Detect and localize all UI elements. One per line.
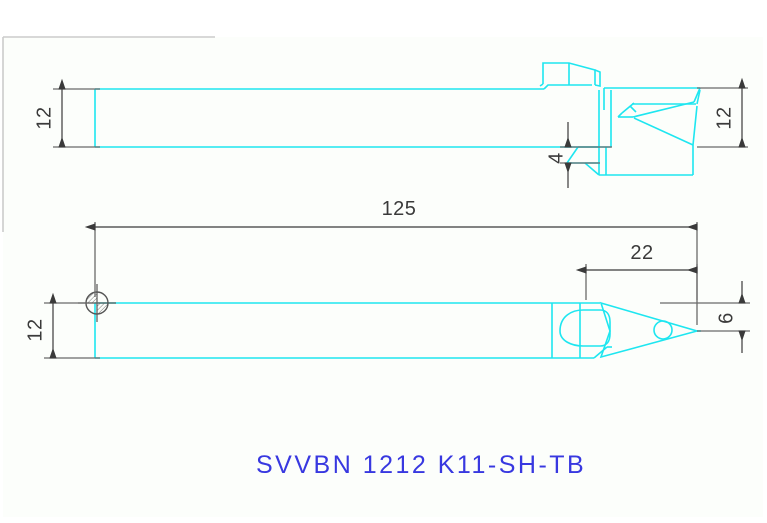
dimension-cutting-edge-height: 4 [545, 122, 612, 188]
side-view-head-block [566, 87, 701, 176]
dimension-value-overall-length: 125 [382, 198, 417, 220]
dimension-tip-offset: 6 [660, 281, 750, 353]
dimension-value-shank-height-left-side: 12 [33, 106, 55, 129]
dimension-head-length: 22 [575, 242, 698, 300]
dimension-value-head-length: 22 [630, 242, 653, 264]
side-view-clamp-block [539, 62, 601, 87]
drawing-frame [2, 36, 763, 517]
dimension-shank-width: 12 [24, 292, 100, 359]
dimension-value-shank-height-right-side: 12 [713, 106, 735, 129]
dimension-value-shank-width: 12 [24, 318, 46, 341]
dimension-shank-height-left-side: 12 [33, 78, 100, 148]
dimension-value-tip-offset: 6 [715, 312, 737, 324]
dimension-value-cutting-edge-height: 4 [545, 152, 567, 164]
dimension-overall-length: 125 [84, 198, 698, 325]
side-view [94, 62, 701, 176]
top-view-shank-body [94, 302, 612, 359]
dimension-shank-height-right-side: 12 [697, 77, 748, 148]
top-view-clamp-lever [559, 309, 611, 347]
top-view-insert [599, 301, 700, 359]
side-view-shank-body [94, 84, 611, 148]
drawing-title: SVVBN 1212 K11-SH-TB [256, 451, 586, 479]
